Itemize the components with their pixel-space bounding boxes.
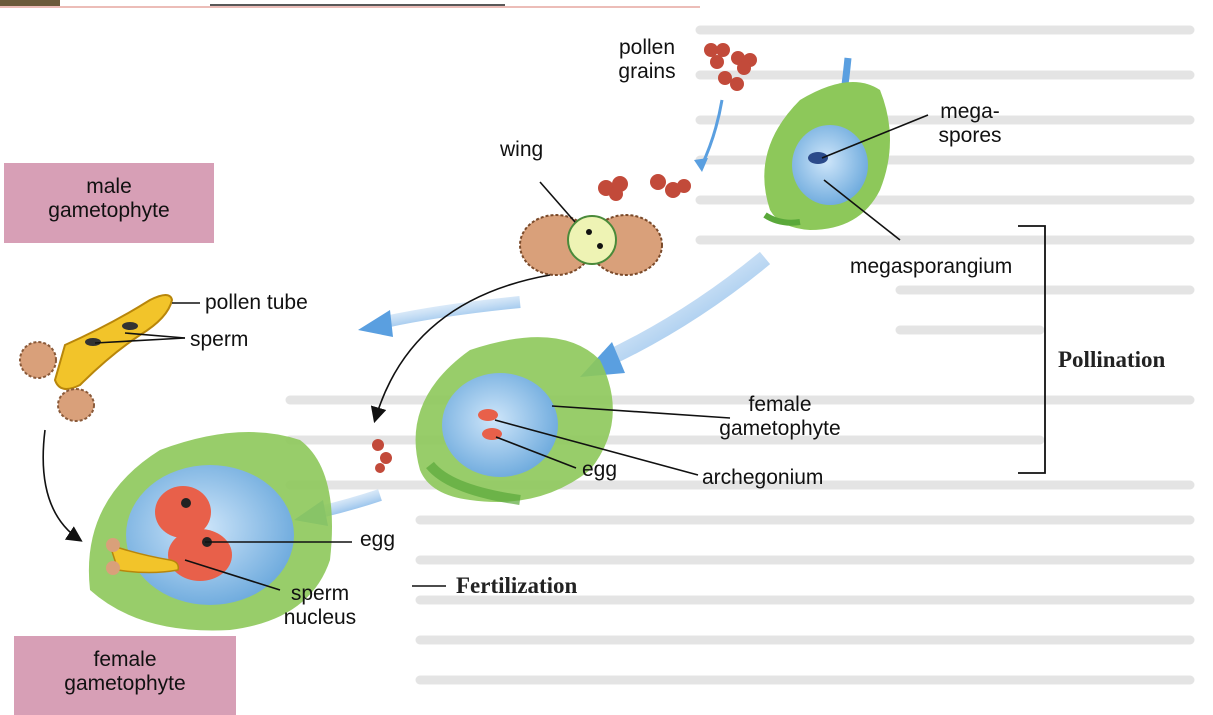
label-box-female-gametophyte: female gametophyte bbox=[14, 636, 236, 715]
label-pollen-tube: pollen tube bbox=[205, 291, 308, 315]
pollen-tube-figure bbox=[20, 295, 172, 421]
label-egg-bottom: egg bbox=[360, 528, 395, 552]
label-egg-middle: egg bbox=[582, 458, 617, 482]
label-fertilization: Fertilization bbox=[456, 573, 577, 599]
label-megaspores: mega-spores bbox=[920, 100, 1020, 148]
label-pollination: Pollination bbox=[1058, 347, 1165, 373]
winged-pollen-grain bbox=[520, 215, 662, 275]
label-sperm: sperm bbox=[190, 328, 248, 352]
label-wing: wing bbox=[500, 138, 543, 162]
header-remnant bbox=[0, 0, 700, 7]
label-archegonium: archegonium bbox=[702, 466, 823, 490]
label-megasporangium: megasporangium bbox=[850, 255, 1012, 279]
background-text-lines bbox=[290, 30, 1190, 680]
label-box-male-gametophyte: male gametophyte bbox=[4, 163, 214, 243]
